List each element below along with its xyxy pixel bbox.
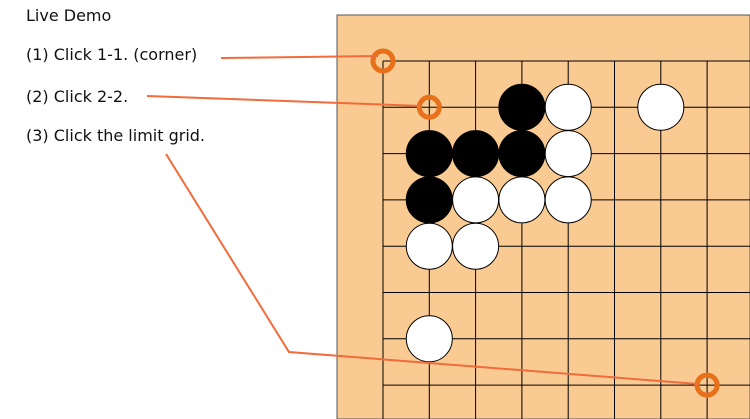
limit-grid-marker[interactable] — [694, 372, 720, 398]
corner-marker[interactable] — [370, 48, 396, 74]
white-stone — [544, 130, 592, 178]
callout-line-3 — [165, 153, 699, 385]
white-stone — [405, 222, 453, 270]
white-stone — [452, 222, 500, 270]
callout-line-2 — [146, 95, 423, 107]
black-stone — [405, 176, 453, 224]
callout-lines — [146, 55, 699, 385]
white-stone — [498, 176, 546, 224]
step-2-label: (2) Click 2-2. — [26, 87, 129, 106]
black-stone — [498, 130, 546, 178]
black-stone — [405, 130, 453, 178]
white-stone — [544, 83, 592, 131]
two-two-marker[interactable] — [416, 94, 442, 120]
callout-line-1 — [220, 55, 379, 59]
demo-title: Live Demo — [26, 6, 112, 25]
step-3-label: (3) Click the limit grid. — [26, 126, 206, 145]
go-board[interactable] — [336, 14, 750, 419]
black-stone — [498, 83, 546, 131]
white-stone — [637, 83, 685, 131]
click-markers — [370, 48, 720, 398]
white-stone — [405, 315, 453, 363]
black-stone — [452, 130, 500, 178]
white-stone — [452, 176, 500, 224]
stones-layer — [405, 83, 685, 363]
white-stone — [544, 176, 592, 224]
step-1-label: (1) Click 1-1. (corner) — [26, 45, 198, 64]
